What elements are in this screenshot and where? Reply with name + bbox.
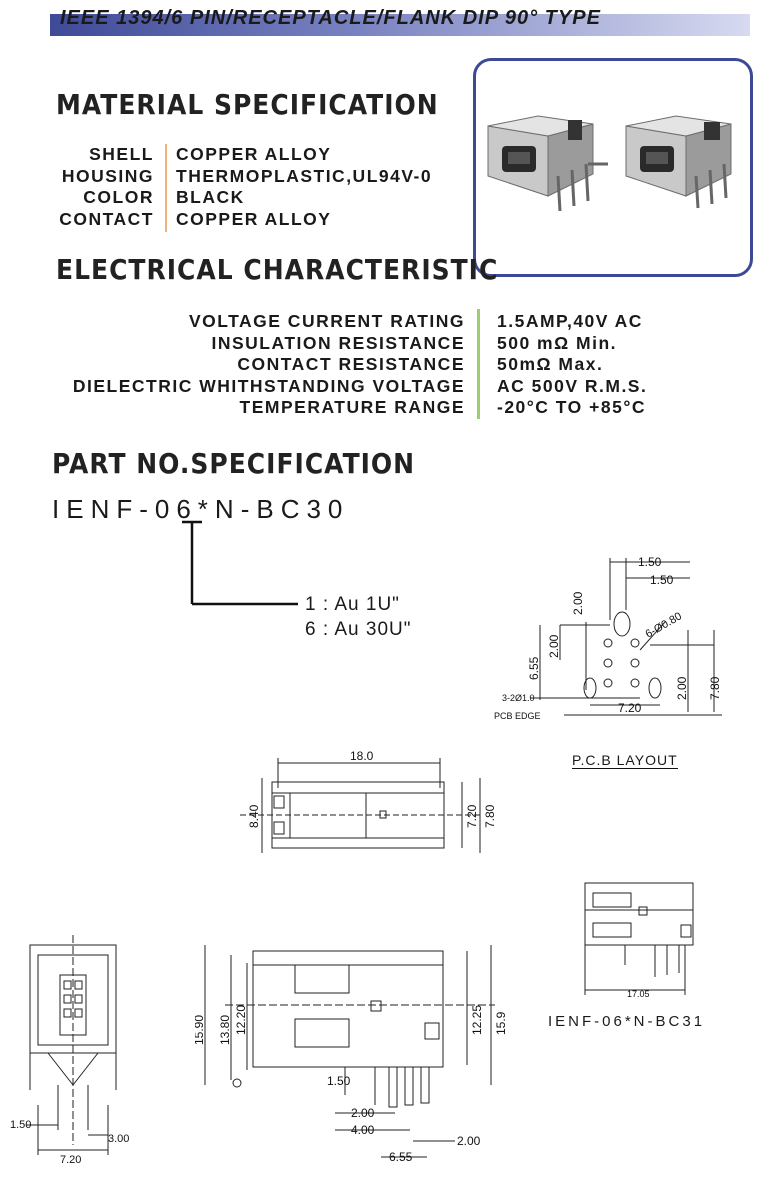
electrical-value: 1.5AMP,40V AC bbox=[497, 311, 643, 331]
material-label: SHELL bbox=[89, 144, 154, 164]
side-dim-7: 2.00 bbox=[351, 1106, 375, 1120]
electrical-label: DIELECTRIC WHITHSTANDING VOLTAGE bbox=[72, 375, 465, 396]
pcb-edge-label: PCB EDGE bbox=[494, 711, 541, 721]
part-number: IENF-06*N-BC30 bbox=[52, 494, 350, 524]
electrical-row: CONTACT RESISTANCE 50mΩ Max. bbox=[55, 354, 647, 376]
material-heading: MATERIAL SPECIFICATION bbox=[56, 88, 439, 121]
electrical-value: AC 500V R.M.S. bbox=[497, 375, 648, 396]
part-callout-bracket bbox=[182, 520, 298, 606]
side-dim-8: 4.00 bbox=[351, 1123, 375, 1137]
material-table: SHELL COPPER ALLOY HOUSING THERMOPLASTIC,UL… bbox=[0, 144, 432, 230]
pcb-dim-4: 2.00 bbox=[547, 634, 561, 658]
material-label: CONTACT bbox=[59, 208, 154, 229]
side-dim-3: 12.20 bbox=[234, 1005, 248, 1035]
side-dim-1: 15.90 bbox=[195, 1015, 206, 1045]
electrical-label: TEMPERATURE RANGE bbox=[239, 397, 465, 417]
top-dim-1: 18.0 bbox=[350, 749, 374, 763]
electrical-row: DIELECTRIC WHITHSTANDING VOLTAGE AC 500V … bbox=[55, 376, 647, 398]
side-dim-10: 6.55 bbox=[389, 1150, 413, 1164]
side-dim-5: 15.9 bbox=[494, 1011, 508, 1035]
pcb-dim-5: 6.55 bbox=[527, 656, 541, 680]
plating-option-2: 6 : Au 30U" bbox=[305, 619, 412, 640]
electrical-divider bbox=[477, 309, 480, 419]
electrical-row: TEMPERATURE RANGE -20°C TO +85°C bbox=[55, 397, 647, 419]
material-value: THERMOPLASTIC,UL94V-0 bbox=[176, 165, 433, 186]
top-dim-2: 8.40 bbox=[247, 804, 261, 828]
front-dim-2: 3.00 bbox=[108, 1133, 129, 1145]
top-dim-3: 7.20 bbox=[465, 804, 479, 828]
pcb-layout-drawing: 1.50 1.50 2.00 2.00 6.55 2.00 7.80 7.20 … bbox=[494, 555, 722, 721]
electrical-label: VOLTAGE CURRENT RATING bbox=[188, 311, 465, 331]
electrical-row: VOLTAGE CURRENT RATING 1.5AMP,40V AC bbox=[55, 311, 647, 333]
material-label: COLOR bbox=[83, 187, 154, 207]
product-photo bbox=[473, 58, 753, 277]
electrical-heading: ELECTRICAL CHARACTERISTIC bbox=[56, 253, 499, 286]
page-title: IEEE 1394/6 PIN/RECEPTACLE/FLANK DIP 90°… bbox=[60, 7, 601, 29]
header-band bbox=[50, 14, 750, 36]
side-dim-2: 13.80 bbox=[218, 1015, 232, 1045]
front-dim-1: 1.50 bbox=[10, 1119, 31, 1131]
part-heading: PART NO.SPECIFICATION bbox=[52, 447, 416, 480]
plating-option-1: 1 : Au 1U" bbox=[305, 594, 400, 615]
front-view-drawing: 1.50 3.00 7.20 bbox=[10, 935, 129, 1165]
pcb-dim-2: 1.50 bbox=[650, 573, 674, 587]
side-view-drawing: 15.90 13.80 12.20 12.25 15.9 1.50 2.00 4… bbox=[195, 945, 508, 1164]
electrical-label: CONTACT RESISTANCE bbox=[237, 354, 465, 374]
electrical-value: -20°C TO +85°C bbox=[497, 397, 646, 417]
front-dim-3: 7.20 bbox=[60, 1154, 81, 1165]
material-row: HOUSING THERMOPLASTIC,UL94V-0 bbox=[0, 166, 432, 188]
pcb-dim-3: 2.00 bbox=[571, 591, 585, 615]
electrical-row: INSULATION RESISTANCE 500 mΩ Min. bbox=[55, 333, 647, 355]
electrical-value: 50mΩ Max. bbox=[497, 354, 604, 374]
connector-photo-image bbox=[487, 115, 732, 212]
material-row: SHELL COPPER ALLOY bbox=[0, 144, 432, 166]
material-value: BLACK bbox=[176, 187, 245, 207]
pcb-dim-8: 7.20 bbox=[618, 701, 642, 715]
material-value: COPPER ALLOY bbox=[176, 208, 332, 229]
side-dim-9: 2.00 bbox=[457, 1134, 481, 1148]
pcb-dim-7: 7.80 bbox=[708, 676, 722, 700]
pcb-hole-note: 3-2Ø1.0 bbox=[502, 693, 535, 703]
variant-dim: 17.05 bbox=[627, 989, 650, 999]
electrical-label: INSULATION RESISTANCE bbox=[211, 332, 465, 353]
top-view-drawing: 18.0 8.40 7.20 7.80 bbox=[240, 749, 497, 853]
top-dim-4: 7.80 bbox=[483, 804, 497, 828]
material-value: COPPER ALLOY bbox=[176, 144, 332, 164]
pcb-dim-6: 2.00 bbox=[675, 676, 689, 700]
pcb-hole-callout: 6-Ø0.80 bbox=[644, 610, 684, 640]
variant-drawing: 17.05 bbox=[584, 882, 694, 999]
material-row: CONTACT COPPER ALLOY bbox=[0, 209, 432, 231]
pcb-dim-1: 1.50 bbox=[638, 555, 662, 569]
material-row: COLOR BLACK bbox=[0, 187, 432, 209]
electrical-value: 500 mΩ Min. bbox=[497, 332, 618, 353]
side-dim-4: 12.25 bbox=[470, 1005, 484, 1035]
material-divider bbox=[165, 144, 167, 232]
pcb-caption: P.C.B LAYOUT bbox=[572, 752, 678, 769]
variant-part-number: IENF-06*N-BC31 bbox=[548, 1013, 706, 1030]
material-label: HOUSING bbox=[61, 165, 154, 186]
side-dim-6: 1.50 bbox=[327, 1074, 351, 1088]
